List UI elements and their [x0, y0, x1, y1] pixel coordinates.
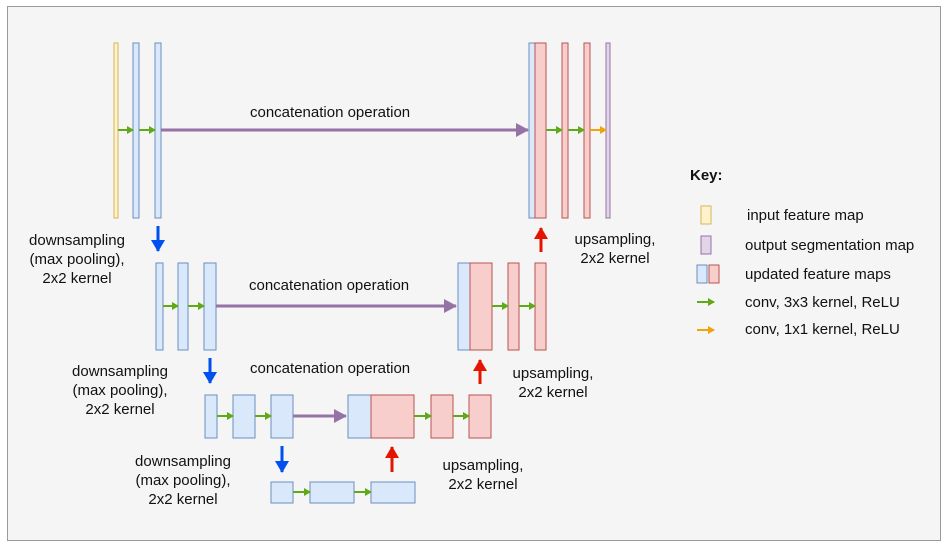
key-item-label: input feature map: [747, 207, 864, 224]
decoder-feature-map-l3-a: [430, 394, 454, 439]
upsampled-feature-map-l2: [469, 262, 493, 351]
feature-map-l3-a: [204, 394, 218, 439]
output-segmentation-map-swatch: [700, 235, 712, 255]
decoder-feature-map-l1-b: [583, 42, 591, 219]
bottleneck-feature-map-a: [270, 481, 294, 504]
skip-feature-map-l2: [457, 262, 471, 351]
decoder-feature-map-l2-b: [534, 262, 547, 351]
feature-map-l1-b: [154, 42, 162, 219]
downsampling-label-l1: downsampling (max pooling), 2x2 kernel: [29, 232, 125, 287]
key-title: Key:: [690, 167, 723, 184]
updated-feature-maps-swatch: [708, 264, 720, 284]
concat-label-l1: concatenation operation: [250, 104, 411, 121]
feature-map-l1-a: [132, 42, 140, 219]
feature-map-l2-b: [177, 262, 189, 351]
feature-map-l3-b: [232, 394, 256, 439]
upsampled-feature-map-l1: [534, 42, 547, 219]
decoder-feature-map-l3-b: [468, 394, 492, 439]
updated-feature-maps-swatch: [696, 264, 708, 284]
upsampling-label-l2: upsampling, 2x2 kernel: [512, 365, 594, 401]
bottleneck-feature-map-b: [309, 481, 355, 504]
downsampling-label-l3: downsampling (max pooling), 2x2 kernel: [135, 453, 231, 508]
skip-feature-map-l3: [347, 394, 372, 439]
decoder-feature-map-l2-a: [507, 262, 520, 351]
key-item-label: updated feature maps: [745, 266, 891, 283]
skip-feature-map-l1: [528, 42, 536, 219]
concat-label-l2: concatenation operation: [249, 277, 410, 294]
output-segmentation-map: [605, 42, 611, 219]
key-item-label: conv, 3x3 kernel, ReLU: [745, 294, 900, 311]
upsampled-feature-map-l3: [370, 394, 415, 439]
input-feature-map-swatch: [700, 205, 712, 225]
key-item-label: conv, 1x1 kernel, ReLU: [745, 321, 900, 338]
feature-map-l2-c: [203, 262, 217, 351]
input-feature-map: [113, 42, 119, 219]
feature-map-l3-c: [270, 394, 294, 439]
upsampling-label-l3: upsampling, 2x2 kernel: [442, 457, 524, 493]
downsampling-label-l2: downsampling (max pooling), 2x2 kernel: [72, 363, 168, 418]
concat-label-l3: concatenation operation: [250, 360, 411, 377]
key-item-label: output segmentation map: [745, 237, 915, 254]
upsampling-label-l1: upsampling, 2x2 kernel: [574, 231, 656, 267]
feature-map-l2-a: [155, 262, 164, 351]
bottleneck-feature-map-c: [370, 481, 416, 504]
decoder-feature-map-l1-a: [561, 42, 569, 219]
